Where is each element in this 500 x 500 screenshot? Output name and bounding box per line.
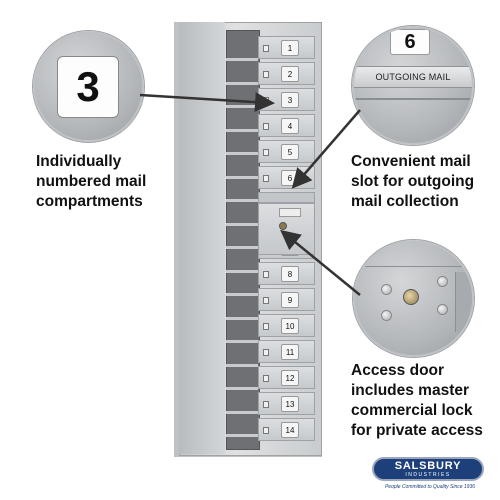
compartment-door: 11: [258, 340, 315, 363]
compartment-number: 1: [281, 40, 299, 56]
compartment-shelf: [226, 128, 258, 132]
caption-line: numbered mail: [36, 173, 147, 190]
caption-compartments: Individually numbered mail compartments: [36, 152, 146, 212]
compartment-shelf: [226, 363, 258, 367]
callout-outgoing-mail: 6 OUTGOING MAIL: [352, 26, 474, 145]
outgoing-mail-label: OUTGOING MAIL: [354, 66, 472, 88]
compartment-shelf: [226, 340, 258, 343]
compartment-door: 5: [258, 140, 315, 163]
rivet-icon: [437, 276, 448, 287]
logo-subtitle: INDUSTRIES: [405, 471, 451, 478]
compartment-number: 11: [281, 344, 299, 360]
compartment-shelf: [226, 222, 258, 226]
door-lock-icon: [263, 375, 269, 382]
compartment-number: 9: [281, 292, 299, 308]
compartment-door: 9: [258, 288, 315, 311]
compartment-door: 3: [258, 88, 315, 111]
compartment-shelf: [226, 152, 258, 155]
compartment-door: 10: [258, 314, 315, 337]
compartment-shelf: [226, 434, 258, 437]
rivet-icon: [437, 304, 448, 315]
door-lock-icon: [263, 71, 269, 78]
compartment-door: 2: [258, 62, 315, 85]
compartment-door: 12: [258, 366, 315, 389]
compartment-door: 6: [258, 166, 315, 189]
compartment-door: 1: [258, 36, 315, 59]
door-lock-icon: [263, 97, 269, 104]
compartment-number: 4: [281, 118, 299, 134]
access-door-label-plate: [279, 208, 301, 217]
callout-access-lock: [353, 240, 474, 357]
caption-line: commercial lock: [351, 402, 473, 419]
compartment-number: 2: [281, 66, 299, 82]
compartment-number: 6: [281, 170, 299, 186]
door-lock-icon: [263, 271, 269, 278]
access-door: [258, 203, 315, 255]
mail-slot-line: [354, 98, 472, 100]
compartment-number: 8: [281, 266, 299, 282]
compartment-shelf: [226, 199, 258, 202]
door-lock-icon: [263, 175, 269, 182]
caption-line: includes master: [351, 382, 470, 399]
caption-line: Convenient mail: [351, 153, 471, 170]
logo-brand: SALSBURY: [394, 459, 462, 472]
caption-access-door: Access door includes master commercial l…: [351, 361, 483, 441]
door-lock-icon: [263, 149, 269, 156]
outgoing-number-tag: 6: [390, 29, 430, 55]
compartment-number: 14: [281, 422, 299, 438]
caption-line: slot for outgoing: [351, 173, 475, 190]
compartment-shelf: [226, 410, 258, 414]
rivet-icon: [381, 310, 392, 321]
mailbox-side-panel: [179, 22, 225, 454]
compartment-shelf: [226, 387, 258, 390]
caption-line: for private access: [351, 422, 483, 439]
compartment-number-tag: 3: [57, 56, 119, 118]
compartment-shelf: [226, 105, 258, 108]
compartment-shelf: [226, 81, 258, 85]
door-lock-icon: [263, 401, 269, 408]
door-lock-icon: [263, 427, 269, 434]
logo-tagline: People Committed to Quality Since 1936: [384, 484, 476, 490]
compartment-number: 13: [281, 396, 299, 412]
outgoing-mail-slot: [258, 192, 315, 203]
callout-compartment-number: 3: [33, 31, 144, 142]
compartment-number: 3: [281, 92, 299, 108]
compartment-shelf: [226, 316, 258, 320]
door-lock-icon: [263, 123, 269, 130]
caption-line: Access door: [351, 362, 445, 379]
door-lock-icon: [263, 349, 269, 356]
compartment-shelf: [226, 58, 258, 61]
access-door-lock-icon: [279, 222, 287, 230]
compartment-door: 4: [258, 114, 315, 137]
compartment-shelf: [226, 269, 258, 273]
salsbury-logo: SALSBURY INDUSTRIES: [372, 457, 484, 481]
compartment-shelf: [226, 246, 258, 249]
compartment-shelf: [226, 293, 258, 296]
caption-outgoing-slot: Convenient mail slot for outgoing mail c…: [351, 152, 474, 212]
compartment-shelf: [226, 175, 258, 179]
door-lock-icon: [263, 323, 269, 330]
compartment-door: 14: [258, 418, 315, 441]
compartment-door: 8: [258, 262, 315, 285]
compartment-door: 13: [258, 392, 315, 415]
commercial-lock-icon: [403, 289, 419, 305]
caption-line: mail collection: [351, 193, 459, 210]
panel-seam: [355, 266, 472, 267]
caption-line: compartments: [36, 193, 143, 210]
compartment-number: 5: [281, 144, 299, 160]
door-lock-icon: [263, 297, 269, 304]
compartment-number: 10: [281, 318, 299, 334]
panel-edge: [455, 272, 472, 332]
compartment-number: 12: [281, 370, 299, 386]
door-lock-icon: [263, 45, 269, 52]
rivet-icon: [381, 284, 392, 295]
caption-line: Individually: [36, 153, 122, 170]
